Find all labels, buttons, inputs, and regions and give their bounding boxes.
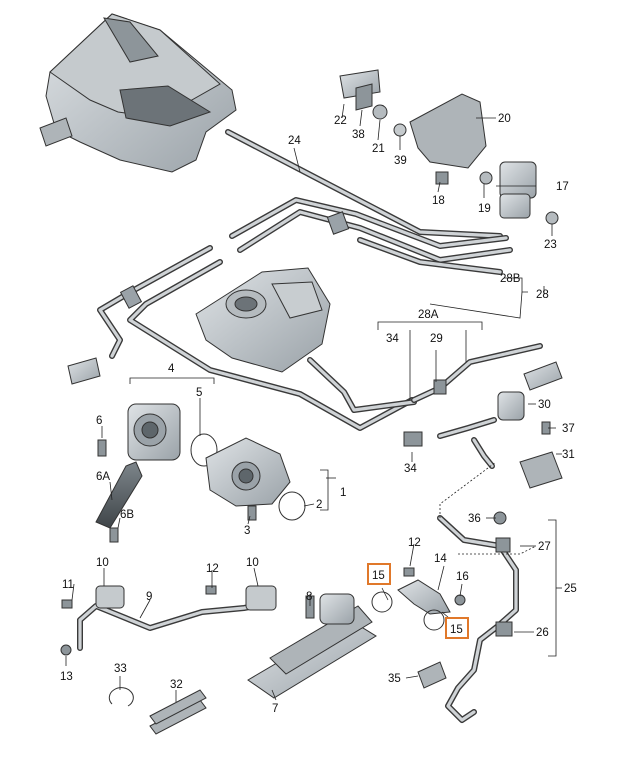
- label-14: 14: [434, 553, 447, 565]
- label-21: 21: [372, 143, 385, 155]
- label-25: 25: [564, 583, 577, 595]
- label-34-bottom: 34: [404, 463, 417, 475]
- label-35: 35: [388, 673, 401, 685]
- label-9: 9: [146, 591, 152, 603]
- vacuum-hose-24: [225, 129, 503, 239]
- label-16: 16: [456, 571, 469, 583]
- label-1: 1: [340, 487, 346, 499]
- label-26: 26: [536, 627, 549, 639]
- label-37: 37: [562, 423, 575, 435]
- label-31: 31: [562, 449, 575, 461]
- egr-pipe-assembly: [60, 585, 277, 656]
- label-39: 39: [394, 155, 407, 167]
- label-22: 22: [334, 115, 347, 127]
- label-28a: 28A: [418, 309, 439, 321]
- highlight-box-15-b: [445, 617, 469, 639]
- label-34-top: 34: [386, 333, 399, 345]
- air-filter-housing: [39, 13, 237, 173]
- bracket-valve-group: [339, 69, 559, 225]
- label-29: 29: [430, 333, 443, 345]
- label-24: 24: [288, 135, 301, 147]
- egr-cooler: [247, 567, 466, 699]
- label-12-middle: 12: [206, 563, 219, 575]
- label-33: 33: [114, 663, 127, 675]
- small-parts: [108, 687, 207, 735]
- label-12-right: 12: [408, 537, 421, 549]
- label-38: 38: [352, 129, 365, 141]
- label-10-right: 10: [246, 557, 259, 569]
- label-13: 13: [60, 671, 73, 683]
- label-18: 18: [432, 195, 445, 207]
- label-5: 5: [196, 387, 202, 399]
- label-15-a: 15: [372, 570, 385, 582]
- label-28: 28: [536, 289, 549, 301]
- label-19: 19: [478, 203, 491, 215]
- label-23: 23: [544, 239, 557, 251]
- label-27: 27: [538, 541, 551, 553]
- cylinder-head-cover: [195, 267, 331, 373]
- label-6b: 6B: [120, 509, 134, 521]
- label-30: 30: [538, 399, 551, 411]
- label-8: 8: [306, 591, 312, 603]
- label-7: 7: [272, 703, 278, 715]
- label-3: 3: [244, 525, 250, 537]
- part-labels: 24 22 38 21 39 20 17 18 19 23 28B 28 28A…: [60, 113, 577, 715]
- highlight-box-15-a: [367, 563, 391, 585]
- label-2: 2: [316, 499, 322, 511]
- label-28b: 28B: [500, 273, 521, 285]
- label-10-left: 10: [96, 557, 109, 569]
- vacuum-hose-network: [67, 197, 543, 469]
- label-32: 32: [170, 679, 183, 691]
- label-11: 11: [62, 579, 74, 591]
- label-17: 17: [556, 181, 569, 193]
- right-side-components: [403, 361, 563, 489]
- label-20: 20: [498, 113, 511, 125]
- throttle-body-assembly: [95, 403, 306, 543]
- label-4: 4: [168, 363, 175, 375]
- coolant-hoses-25: [437, 511, 519, 723]
- leader-lines: [65, 103, 562, 702]
- label-6a: 6A: [96, 471, 110, 483]
- label-15-b: 15: [450, 624, 463, 636]
- label-6: 6: [96, 415, 102, 427]
- label-36: 36: [468, 513, 481, 525]
